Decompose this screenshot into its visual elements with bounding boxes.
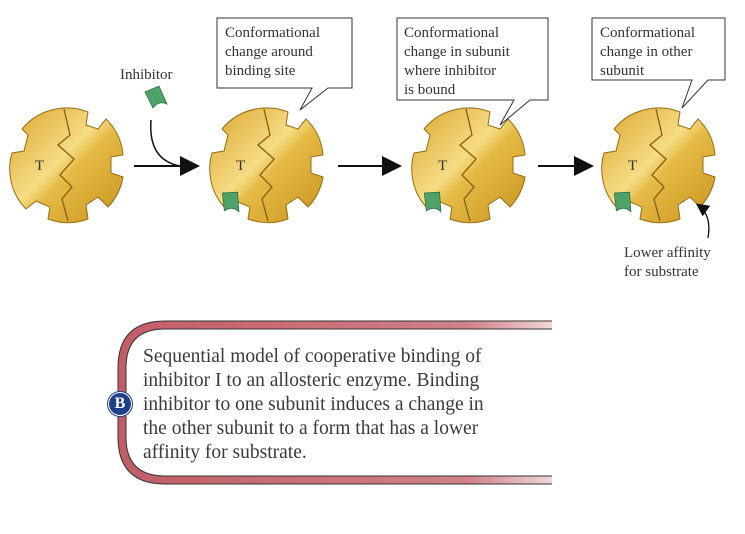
caption-badge: B bbox=[108, 392, 132, 416]
caption-text: Sequential model of cooperative binding … bbox=[143, 346, 484, 463]
inhibitor-free bbox=[144, 85, 168, 109]
svg-text:binding site: binding site bbox=[225, 63, 296, 79]
callout-2: Conformational change in subunit where i… bbox=[396, 17, 549, 126]
inhibitor-label: Inhibitor bbox=[120, 67, 173, 83]
svg-text:for substrate: for substrate bbox=[624, 264, 699, 280]
svg-text:Conformational: Conformational bbox=[404, 25, 499, 41]
enzyme-1 bbox=[9, 107, 124, 224]
lower-affinity-label: Lower affinity for substrate bbox=[624, 245, 711, 280]
binding-arrow bbox=[150, 119, 181, 167]
subunit-label: T bbox=[628, 158, 637, 174]
svg-text:Conformational: Conformational bbox=[600, 25, 695, 41]
svg-text:subunit: subunit bbox=[600, 63, 645, 79]
subunit-label: T bbox=[236, 158, 245, 174]
callout-1: Conformational change around binding sit… bbox=[216, 17, 353, 111]
subunit-label: T bbox=[438, 158, 447, 174]
svg-text:where inhibitor: where inhibitor bbox=[404, 63, 496, 79]
subunit-label: T bbox=[35, 158, 44, 174]
callout-3: Conformational change in other subunit bbox=[591, 17, 726, 109]
svg-text:is bound: is bound bbox=[404, 82, 456, 98]
svg-text:Conformational: Conformational bbox=[225, 25, 320, 41]
svg-text:Lower affinity: Lower affinity bbox=[624, 245, 711, 261]
svg-text:change in subunit: change in subunit bbox=[404, 44, 511, 60]
svg-text:change around: change around bbox=[225, 44, 313, 60]
affinity-arrow bbox=[695, 203, 711, 239]
svg-text:change in other: change in other bbox=[600, 44, 692, 60]
